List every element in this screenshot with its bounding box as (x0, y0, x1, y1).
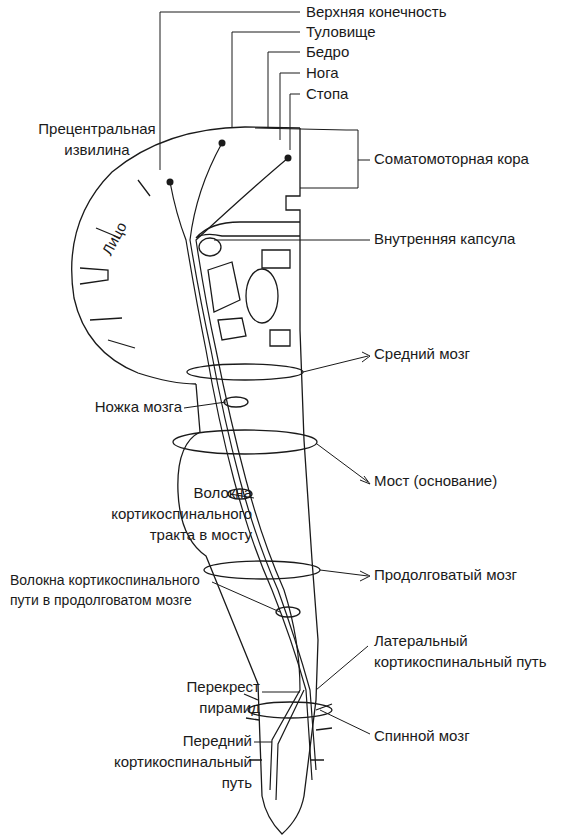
caudate (199, 238, 221, 256)
anatomy-label: Прецентральная извилина (22, 118, 172, 160)
hemisphere-outline (72, 127, 300, 384)
ventricle (262, 250, 290, 346)
lentiform-nucleus (208, 262, 246, 340)
anatomy-label: Волокна кортикоспинального пути в продол… (10, 570, 214, 610)
anatomy-label: Латеральный кортикоспинальный путь (374, 630, 562, 672)
cortex-neurons (167, 140, 292, 186)
anatomy-label: Волокна кортикоспинального тракта в мост… (96, 482, 252, 545)
anatomy-label: Перекрест пирамид (140, 676, 260, 718)
anatomy-label: Мост (основание) (374, 470, 544, 491)
anatomy-label: Верхняя конечность (306, 1, 536, 22)
thalamus (246, 269, 278, 323)
corpus-callosum (196, 222, 300, 238)
anatomy-label: Туловище (306, 21, 506, 42)
anatomy-label: Нога (306, 62, 506, 83)
anatomy-label: Бедро (306, 41, 506, 62)
anatomy-label: Лицо (91, 207, 138, 270)
anatomy-label: Соматомоторная кора (374, 148, 554, 169)
leader-lines (160, 12, 370, 742)
anatomy-label: Внутренняя капсула (374, 228, 554, 249)
anatomy-label: Передний кортикоспинальный путь (88, 730, 252, 793)
sulci (80, 180, 150, 348)
anatomy-label: Средний мозг (374, 343, 534, 364)
anatomy-label: Ножка мозга (62, 396, 182, 417)
anatomy-label: Продолговатый мозг (374, 564, 554, 585)
anatomy-label: Спинной мозг (374, 725, 534, 746)
anatomy-label: Стопа (306, 83, 506, 104)
